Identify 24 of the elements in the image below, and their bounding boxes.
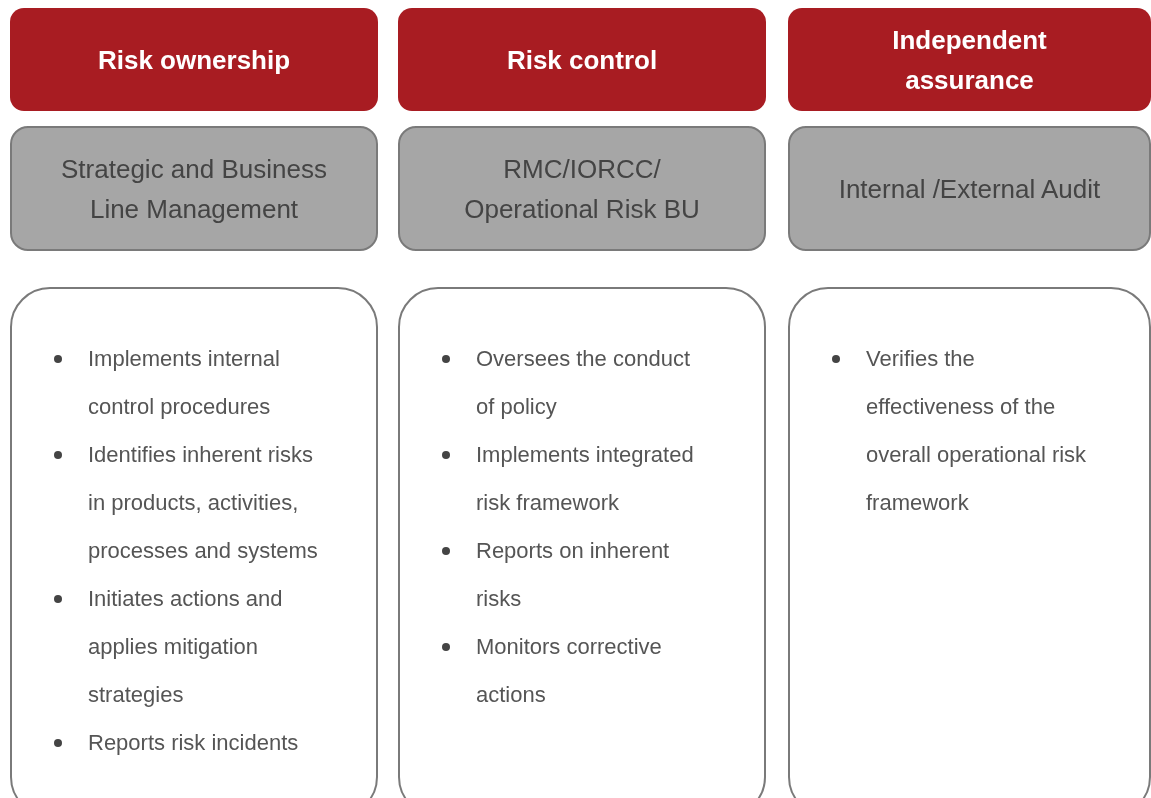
column-header [788,8,1151,111]
role-text: RMC/IORCC/ Operational Risk BU [463,152,701,226]
role-text: Strategic and Business Line Management [60,152,328,226]
role-box [398,126,766,251]
bullet-text: Reports on inherent risks [476,538,670,611]
role-box [788,126,1151,251]
header-text: Risk ownership [96,43,292,77]
duty-card [10,287,378,798]
bullet-text: Monitors corrective actions [476,634,662,707]
bullet-text: Identifies inherent risks in products, activities, processes and systems [88,442,318,563]
role-box [10,126,378,251]
header-text: Risk control [505,43,659,77]
bullet-text: Oversees the conduct of policy [476,346,690,419]
duty-card [788,287,1151,798]
column-header [10,8,378,111]
column-header [398,8,766,111]
bullet-text: Implements internal control procedures [88,346,280,419]
header-text: Independent assurance [891,23,1048,97]
role-text: Internal /External Audit [837,172,1102,206]
bullet-text: Initiates actions and applies mitigation strategies [88,586,283,707]
bullet-text: Verifies the effectiveness of the overall operational risk framework [866,346,1087,515]
duty-card [398,287,766,798]
bullet-text: Implements integrated risk framework [476,442,694,515]
bullet-text: Reports risk incidents [88,730,299,755]
